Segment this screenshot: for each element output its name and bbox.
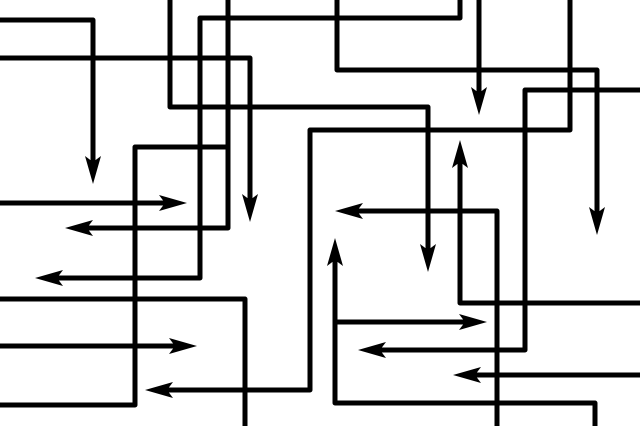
arrowhead-icon xyxy=(420,244,436,272)
connector-line xyxy=(0,144,228,408)
arrowhead-icon xyxy=(242,194,258,222)
arrowhead-icon xyxy=(85,156,101,184)
arrowhead-icon xyxy=(452,140,468,168)
arrow-shaft xyxy=(167,0,431,250)
arrowhead-icon xyxy=(169,338,197,354)
arrowhead-icon xyxy=(159,195,187,211)
arrowhead-icon xyxy=(459,314,487,330)
arrow-shaft xyxy=(357,208,500,426)
arrowhead-icon xyxy=(589,207,605,235)
arrow-shaft xyxy=(380,87,640,353)
arrowhead-icon xyxy=(327,238,343,266)
arrowhead-icon xyxy=(453,367,481,383)
connector-line xyxy=(0,296,248,426)
arrowhead-icon xyxy=(358,342,386,358)
arrowhead-icon xyxy=(35,270,63,286)
arrow-shaft xyxy=(0,55,253,200)
arrow-shaft xyxy=(0,17,96,162)
arrowhead-icon xyxy=(471,87,487,115)
arrowhead-icon xyxy=(145,382,173,398)
arrow-shaft xyxy=(334,0,600,213)
arrowhead-icon xyxy=(65,220,93,236)
arrow-shaft xyxy=(57,0,463,281)
arrow-shaft xyxy=(167,0,573,393)
arrow-shaft xyxy=(332,260,598,426)
arrowhead-icon xyxy=(335,203,363,219)
